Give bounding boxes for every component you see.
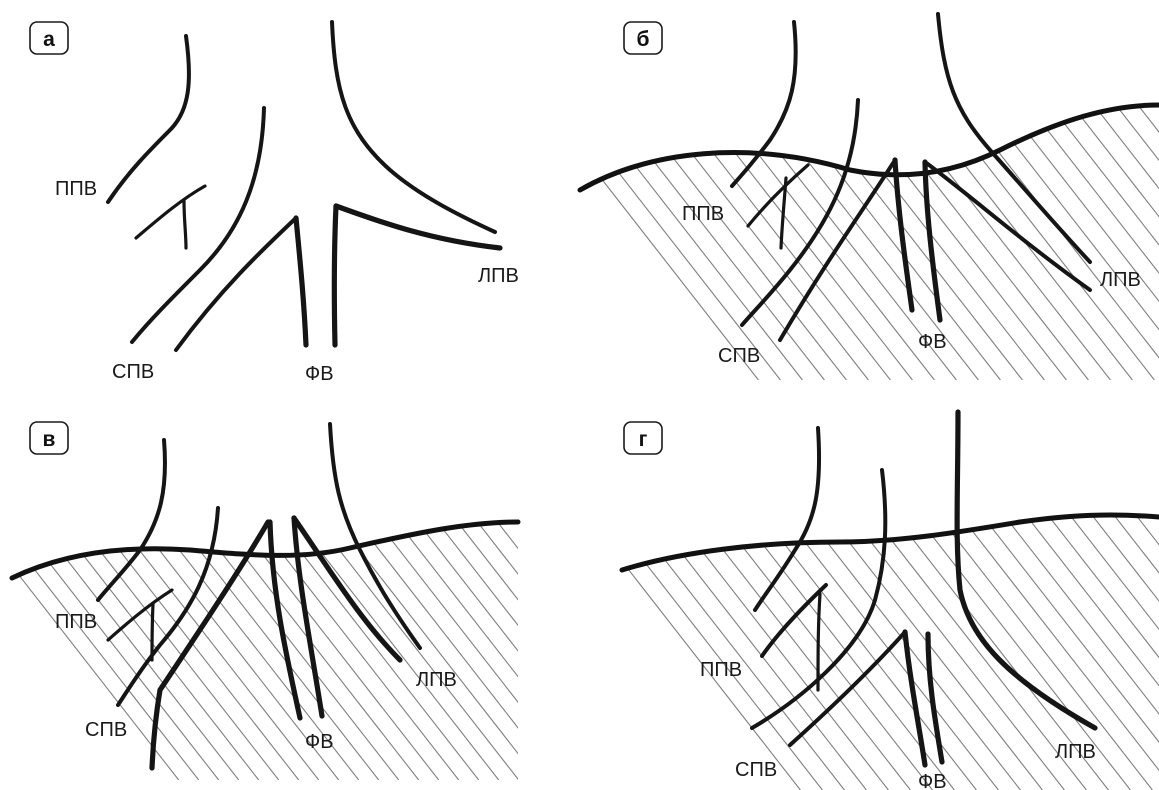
panel-v-label-fv: ФВ: [305, 731, 334, 753]
panel-a-lpv-lower: [336, 206, 500, 248]
hatch-line: [692, 510, 910, 790]
hatch-line: [804, 100, 1022, 380]
hatch-line: [532, 515, 739, 780]
panel-b-vessels: [732, 14, 1090, 340]
hatch-line: [1046, 100, 1159, 380]
panel-b-letter: б: [637, 28, 650, 51]
panel-a-lpv-upper: [332, 22, 495, 232]
hatch-line: [936, 100, 1154, 380]
panel-v-label-lpv: ЛПВ: [416, 669, 457, 691]
hatch-line: [1132, 510, 1159, 790]
panel-a-label-ppv: ППВ: [55, 178, 97, 200]
panel-a-tributary-branch: [184, 201, 186, 248]
panel-a-fv-right: [334, 206, 336, 345]
hatch-line: [648, 510, 866, 790]
hatch-line: [714, 510, 932, 790]
hatch-line: [1110, 510, 1159, 790]
hatch-line: [912, 510, 1130, 790]
panel-v-fv-right: [294, 518, 322, 716]
hatch-line: [352, 515, 559, 780]
panel-g-badge: г: [624, 422, 662, 454]
panel-a: а ППВ СПВ ФВ ЛПВ: [30, 22, 519, 385]
panel-b-tributary: [748, 165, 808, 226]
panel-v-vessels: [98, 424, 420, 768]
panel-g: г ППВ СПВ ФВ ЛПВ: [582, 412, 1159, 790]
panel-b-label-fv: ФВ: [918, 331, 947, 353]
panel-a-label-fv: ФВ: [305, 363, 334, 385]
panel-a-label-lpv: ЛПВ: [478, 265, 519, 287]
panel-a-letter: а: [43, 28, 55, 51]
panel-b-label-spv: СПВ: [718, 345, 760, 367]
panel-a-label-spv: СПВ: [112, 361, 154, 383]
hatch-line: [868, 510, 1086, 790]
hatch-line: [540, 100, 758, 380]
hatch-line: [824, 510, 1042, 790]
panel-g-label-fv: ФВ: [918, 771, 947, 790]
panel-v-ppv-vessel: [98, 440, 165, 600]
hatch-line: [412, 515, 619, 780]
panel-g-skin-line: [622, 515, 1159, 570]
hatch-line: [432, 515, 639, 780]
hatch-line: [372, 515, 579, 780]
panel-v-label-spv: СПВ: [85, 719, 127, 741]
hatch-line: [392, 515, 599, 780]
panel-b-label-lpv: ЛПВ: [1100, 269, 1141, 291]
panel-a-tributary: [136, 186, 205, 238]
hatch-line: [958, 100, 1159, 380]
panel-a-vessels: [108, 22, 500, 350]
hatch-line: [1154, 510, 1159, 790]
panel-v-letter: в: [43, 428, 56, 451]
panel-b-lpv-upper: [938, 14, 1090, 262]
panel-b-badge: б: [624, 22, 662, 54]
panel-g-letter: г: [639, 428, 648, 451]
hatch-line: [1112, 100, 1159, 380]
hatch-line: [694, 100, 912, 380]
panel-g-label-lpv: ЛПВ: [1055, 741, 1096, 763]
panel-a-spv-lower: [176, 218, 296, 350]
panel-b-hatching: [540, 100, 1159, 380]
hatch-line: [650, 100, 868, 380]
panel-g-label-ppv: ППВ: [700, 659, 742, 681]
hatch-line: [848, 100, 1066, 380]
hatch-line: [626, 510, 844, 790]
panel-v-tributary: [108, 590, 172, 640]
hatch-line: [452, 515, 659, 780]
panel-g-ppv-vessel: [755, 428, 819, 610]
panel-a-badge: а: [30, 22, 68, 54]
panel-g-tributary: [762, 585, 826, 656]
panel-v: в ППВ СПВ ФВ ЛПВ: [0, 422, 739, 780]
hatch-line: [492, 515, 699, 780]
hatch-line: [934, 510, 1152, 790]
hatch-line: [562, 100, 780, 380]
hatch-line: [758, 510, 976, 790]
panel-g-fv-left: [905, 632, 925, 765]
hatch-line: [1024, 100, 1159, 380]
hatch-line: [472, 515, 679, 780]
panel-a-fv-left: [296, 218, 306, 345]
panel-g-vessels: [752, 412, 1095, 765]
hatch-line: [606, 100, 824, 380]
hatch-line: [782, 100, 1000, 380]
panel-g-label-spv: СПВ: [735, 759, 777, 781]
panel-b-label-ppv: ППВ: [682, 203, 724, 225]
panel-a-ppv-vessel: [108, 36, 189, 202]
panel-g-lpv-vessel: [957, 412, 1095, 728]
hatch-line: [312, 515, 519, 780]
panel-v-label-ppv: ППВ: [55, 611, 97, 633]
panel-b: б ППВ СПВ ФВ ЛПВ: [540, 14, 1159, 380]
panel-v-badge: в: [30, 422, 68, 454]
panel-b-fv-right: [925, 162, 940, 320]
